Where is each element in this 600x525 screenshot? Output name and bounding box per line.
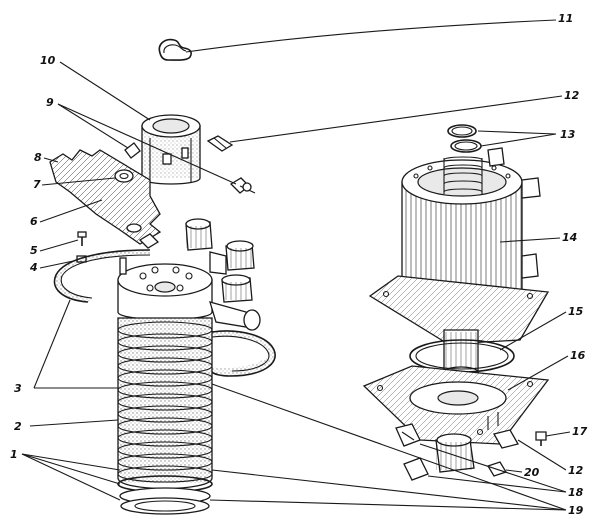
label-5: 5	[30, 244, 38, 257]
label-17: 17	[572, 425, 588, 438]
label-2: 2	[14, 420, 22, 433]
label-4: 4	[29, 261, 38, 274]
label-18: 18	[568, 486, 584, 499]
label-16: 16	[570, 349, 586, 362]
label-20: 20	[524, 466, 540, 479]
part-7-washer	[114, 169, 134, 183]
label-11: 11	[558, 12, 573, 25]
label-9: 9	[46, 96, 54, 109]
main-column-assembly	[117, 218, 261, 515]
housing-flange	[368, 275, 550, 378]
label-7: 7	[33, 178, 41, 191]
part-13-rings	[447, 124, 482, 153]
part-labels: 11 10 9 12 8 7 6 5 4 3 2 1 13 14 15 16 1…	[10, 12, 588, 517]
label-12-bottom: 12	[568, 464, 584, 477]
label-6: 6	[30, 215, 38, 228]
label-12-top: 12	[564, 89, 580, 102]
label-10: 10	[40, 54, 56, 67]
label-3: 3	[14, 382, 22, 395]
part-9-screws	[124, 142, 256, 194]
part-3-gasket-ring	[53, 249, 151, 303]
label-14: 14	[562, 231, 577, 244]
gasket-loop-right	[211, 330, 276, 377]
label-8: 8	[34, 151, 42, 164]
label-19: 19	[568, 504, 584, 517]
part-5-screw	[77, 231, 87, 246]
part-10-top-cap	[141, 114, 201, 185]
leader-lines	[21, 19, 571, 511]
label-1: 1	[10, 448, 18, 461]
part-11-wire-loop	[158, 38, 192, 61]
part-16-flange-plate	[362, 365, 550, 445]
part-12-nipple-top	[206, 135, 234, 152]
label-15: 15	[568, 305, 584, 318]
label-13: 13	[560, 128, 576, 141]
